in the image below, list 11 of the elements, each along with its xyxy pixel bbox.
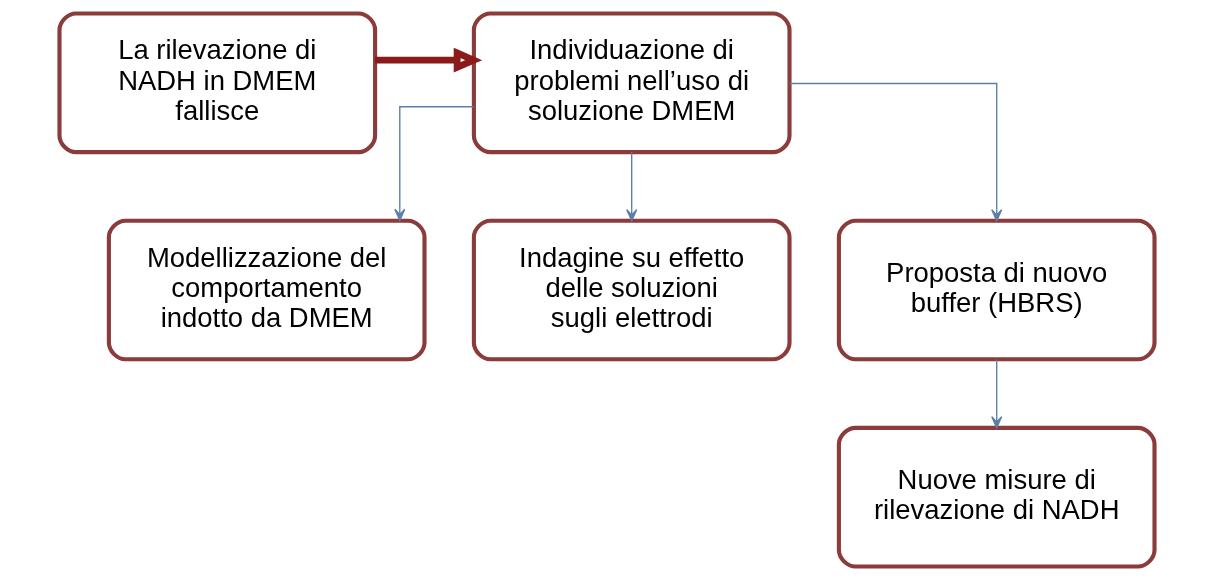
node-box: Nuove misure di rilevazione di NADH <box>836 425 1157 569</box>
arrow <box>625 151 637 222</box>
node-box: La rilevazione di NADH in DMEM fallisce <box>56 11 377 155</box>
node-box: Indagine su effetto delle soluzioni sugli elettrodi <box>471 218 792 362</box>
node-box: Modellizzazione del comportamento indotto da DMEM <box>106 218 427 362</box>
arrow <box>374 47 482 73</box>
node-box: Proposta di nuovo buffer (HBRS) <box>836 218 1157 362</box>
node-box: Individuazione di problemi nell’uso di soluzione DMEM <box>471 11 792 155</box>
arrow <box>788 82 1002 222</box>
arrow <box>990 358 1002 429</box>
arrow <box>393 106 474 221</box>
